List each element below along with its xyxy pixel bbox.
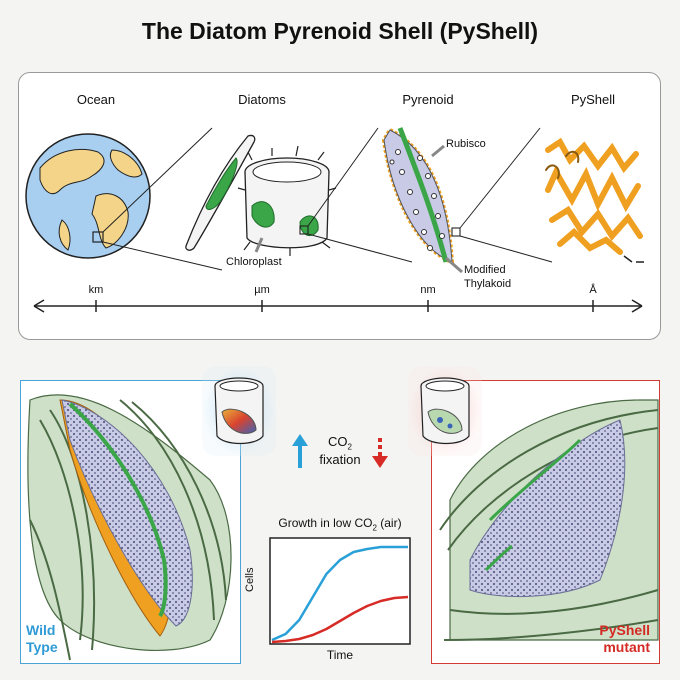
wild-type-diatom-inset-icon	[214, 377, 264, 445]
axis-tick-km: km	[88, 284, 104, 296]
mutant-label: PyShell mutant	[599, 622, 650, 655]
axis-tick-nm: nm	[420, 284, 436, 296]
growth-chart-title: Growth in low CO2 (air)	[278, 516, 402, 533]
ocean-label: Ocean	[76, 92, 116, 107]
modified-thylakoid-annotation-line1: Modified	[464, 264, 506, 276]
mutant-pyrenoid-illustration	[439, 399, 659, 641]
page-title: The Diatom Pyrenoid Shell (PyShell)	[141, 18, 539, 44]
growth-curve-1	[271, 595, 409, 644]
axis-tick-um: µm	[254, 284, 270, 296]
pyshell-label: PyShell	[570, 92, 616, 107]
pyshell-protein-structure-icon	[545, 137, 643, 255]
wild-type-pyrenoid-illustration	[27, 394, 232, 661]
pennate-diatom-icon	[185, 134, 256, 251]
growth-chart-ylabel: Cells	[244, 567, 256, 592]
growth-chart-xlabel: Time	[326, 648, 354, 662]
centric-diatom-icon	[237, 145, 337, 256]
pyrenoid-label: Pyrenoid	[402, 92, 454, 107]
wild-type-label: Wild Type	[26, 622, 58, 655]
growth-chart-plot	[271, 545, 409, 644]
diatoms-label: Diatoms	[238, 92, 286, 107]
modified-thylakoid-annotation-line2: Thylakoid	[464, 278, 512, 290]
fixation-label: fixation	[319, 452, 361, 467]
rubisco-annotation: Rubisco	[446, 138, 486, 150]
growth-curve-0	[271, 545, 408, 642]
chloroplast-annotation: Chloroplast	[226, 256, 282, 268]
co2-label: CO2	[328, 434, 352, 452]
axis-tick-angstrom: Å	[589, 284, 597, 296]
mutant-diatom-inset-icon	[420, 377, 470, 445]
earth-globe-icon	[25, 133, 151, 259]
